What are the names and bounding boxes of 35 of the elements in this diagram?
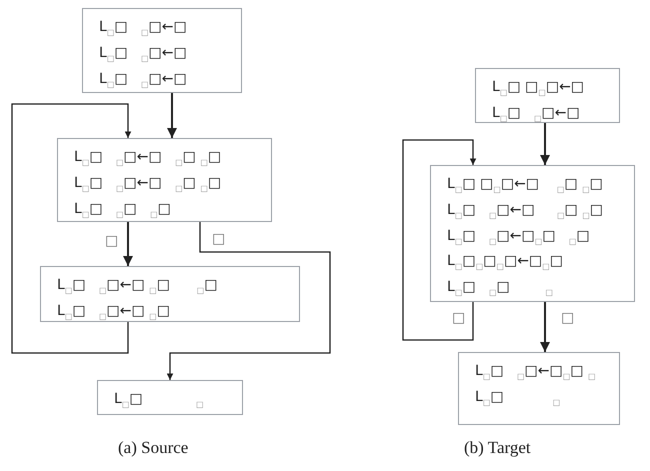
code-line: L$_{□}$□ $_{□}$□←□ xyxy=(99,70,188,90)
code-line: L$_{□}$□ $_{□}$□←□ $_{□}$□ $_{□}$□ xyxy=(57,276,218,297)
edge-label: □ xyxy=(451,310,466,326)
code-block-box xyxy=(97,380,243,415)
code-line: L$_{□}$□$_{□}$□$_{□}$□←□$_{□}$□ xyxy=(447,252,564,274)
arrow xyxy=(540,123,550,165)
code-block-box xyxy=(458,352,620,425)
code-block-box xyxy=(57,138,272,222)
arrow xyxy=(166,222,331,380)
code-line: L$_{□}$□ □$_{□}$□←□ xyxy=(492,78,586,99)
edge-label: □ xyxy=(560,310,576,326)
arrow xyxy=(167,93,177,138)
subfigure-caption: (b) Target xyxy=(464,438,531,458)
code-line: L$_{□}$□ $_{□}$□←□ xyxy=(99,44,188,65)
code-line: L$_{□}$□ $_{□}$□←□ xyxy=(99,18,188,39)
code-line: L$_{□}$□ $_{□}$□←□$_{□}$□ $_{□}$ xyxy=(475,362,597,383)
edge-label: □ xyxy=(211,231,226,247)
code-line: L$_{□}$□ $_{□}$□←□$_{□}$□ $_{□}$□ xyxy=(447,226,591,248)
code-line: L$_{□}$□ □$_{□}$□←□ $_{□}$□ $_{□}$□ xyxy=(447,175,604,196)
code-block-box xyxy=(82,8,242,93)
code-block-box xyxy=(430,165,635,302)
code-line: L$_{□}$□ $_{□}$□←□ $_{□}$□ xyxy=(57,302,171,323)
subfigure-caption: (a) Source xyxy=(118,438,188,458)
arrow xyxy=(123,222,133,266)
edge-label: □ xyxy=(104,233,120,249)
code-line: L$_{□}$□ $_{□}$□←□ $_{□}$□ $_{□}$□ xyxy=(74,148,222,169)
arrow xyxy=(402,139,476,341)
code-block-box xyxy=(40,266,300,322)
code-line: L$_{□}$□ $_{□}$□ $_{□}$□ xyxy=(74,200,172,220)
code-line: L$_{□}$□ $_{□}$□←□ xyxy=(492,104,581,125)
arrow xyxy=(540,302,550,352)
code-line: L$_{□}$□ $_{□}$□←□ $_{□}$□ $_{□}$□ xyxy=(447,200,604,222)
arrow xyxy=(11,103,132,354)
code-line: L$_{□}$□ $_{□}$□←□ $_{□}$□ $_{□}$□ xyxy=(74,174,222,195)
code-block-box xyxy=(475,68,620,123)
